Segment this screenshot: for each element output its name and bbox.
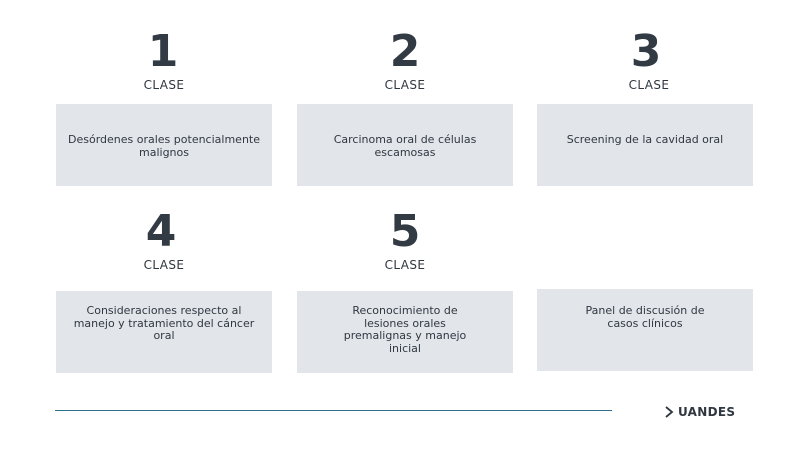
class-4-card: Consideraciones respecto al manejo y tra… [56, 291, 272, 373]
class-4-number: 4 [145, 206, 177, 257]
class-2-number: 2 [389, 26, 421, 77]
class-3-topic: Screening de la cavidad oral [566, 133, 724, 146]
class-3-label: CLASE [628, 78, 670, 92]
class-2-card: Carcinoma oral de células escamosas [297, 104, 513, 186]
class-3-card: Screening de la cavidad oral [537, 104, 753, 186]
class-5-card: Reconocimiento de lesiones orales premal… [297, 291, 513, 373]
class-2-label: CLASE [384, 78, 426, 92]
class-1-label: CLASE [143, 78, 185, 92]
class-2-topic: Carcinoma oral de células escamosas [333, 133, 477, 159]
chevron-right-icon [665, 406, 674, 418]
panel-card: Panel de discusión de casos clínicos [537, 289, 753, 371]
class-5-label: CLASE [384, 258, 426, 272]
class-5-topic: Reconocimiento de lesiones orales premal… [343, 304, 467, 355]
class-1-topic: Desórdenes orales potencialmente maligno… [68, 133, 260, 159]
brand-logo: UANDES [664, 404, 735, 420]
class-4-label: CLASE [143, 258, 185, 272]
class-1-number: 1 [147, 26, 179, 77]
class-4-topic: Consideraciones respecto al manejo y tra… [73, 304, 255, 342]
class-5-number: 5 [389, 206, 421, 257]
panel-topic: Panel de discusión de casos clínicos [585, 304, 705, 330]
footer-rule [55, 410, 612, 411]
brand-name: UANDES [678, 405, 736, 419]
class-3-number: 3 [630, 26, 662, 77]
class-1-card: Desórdenes orales potencialmente maligno… [56, 104, 272, 186]
